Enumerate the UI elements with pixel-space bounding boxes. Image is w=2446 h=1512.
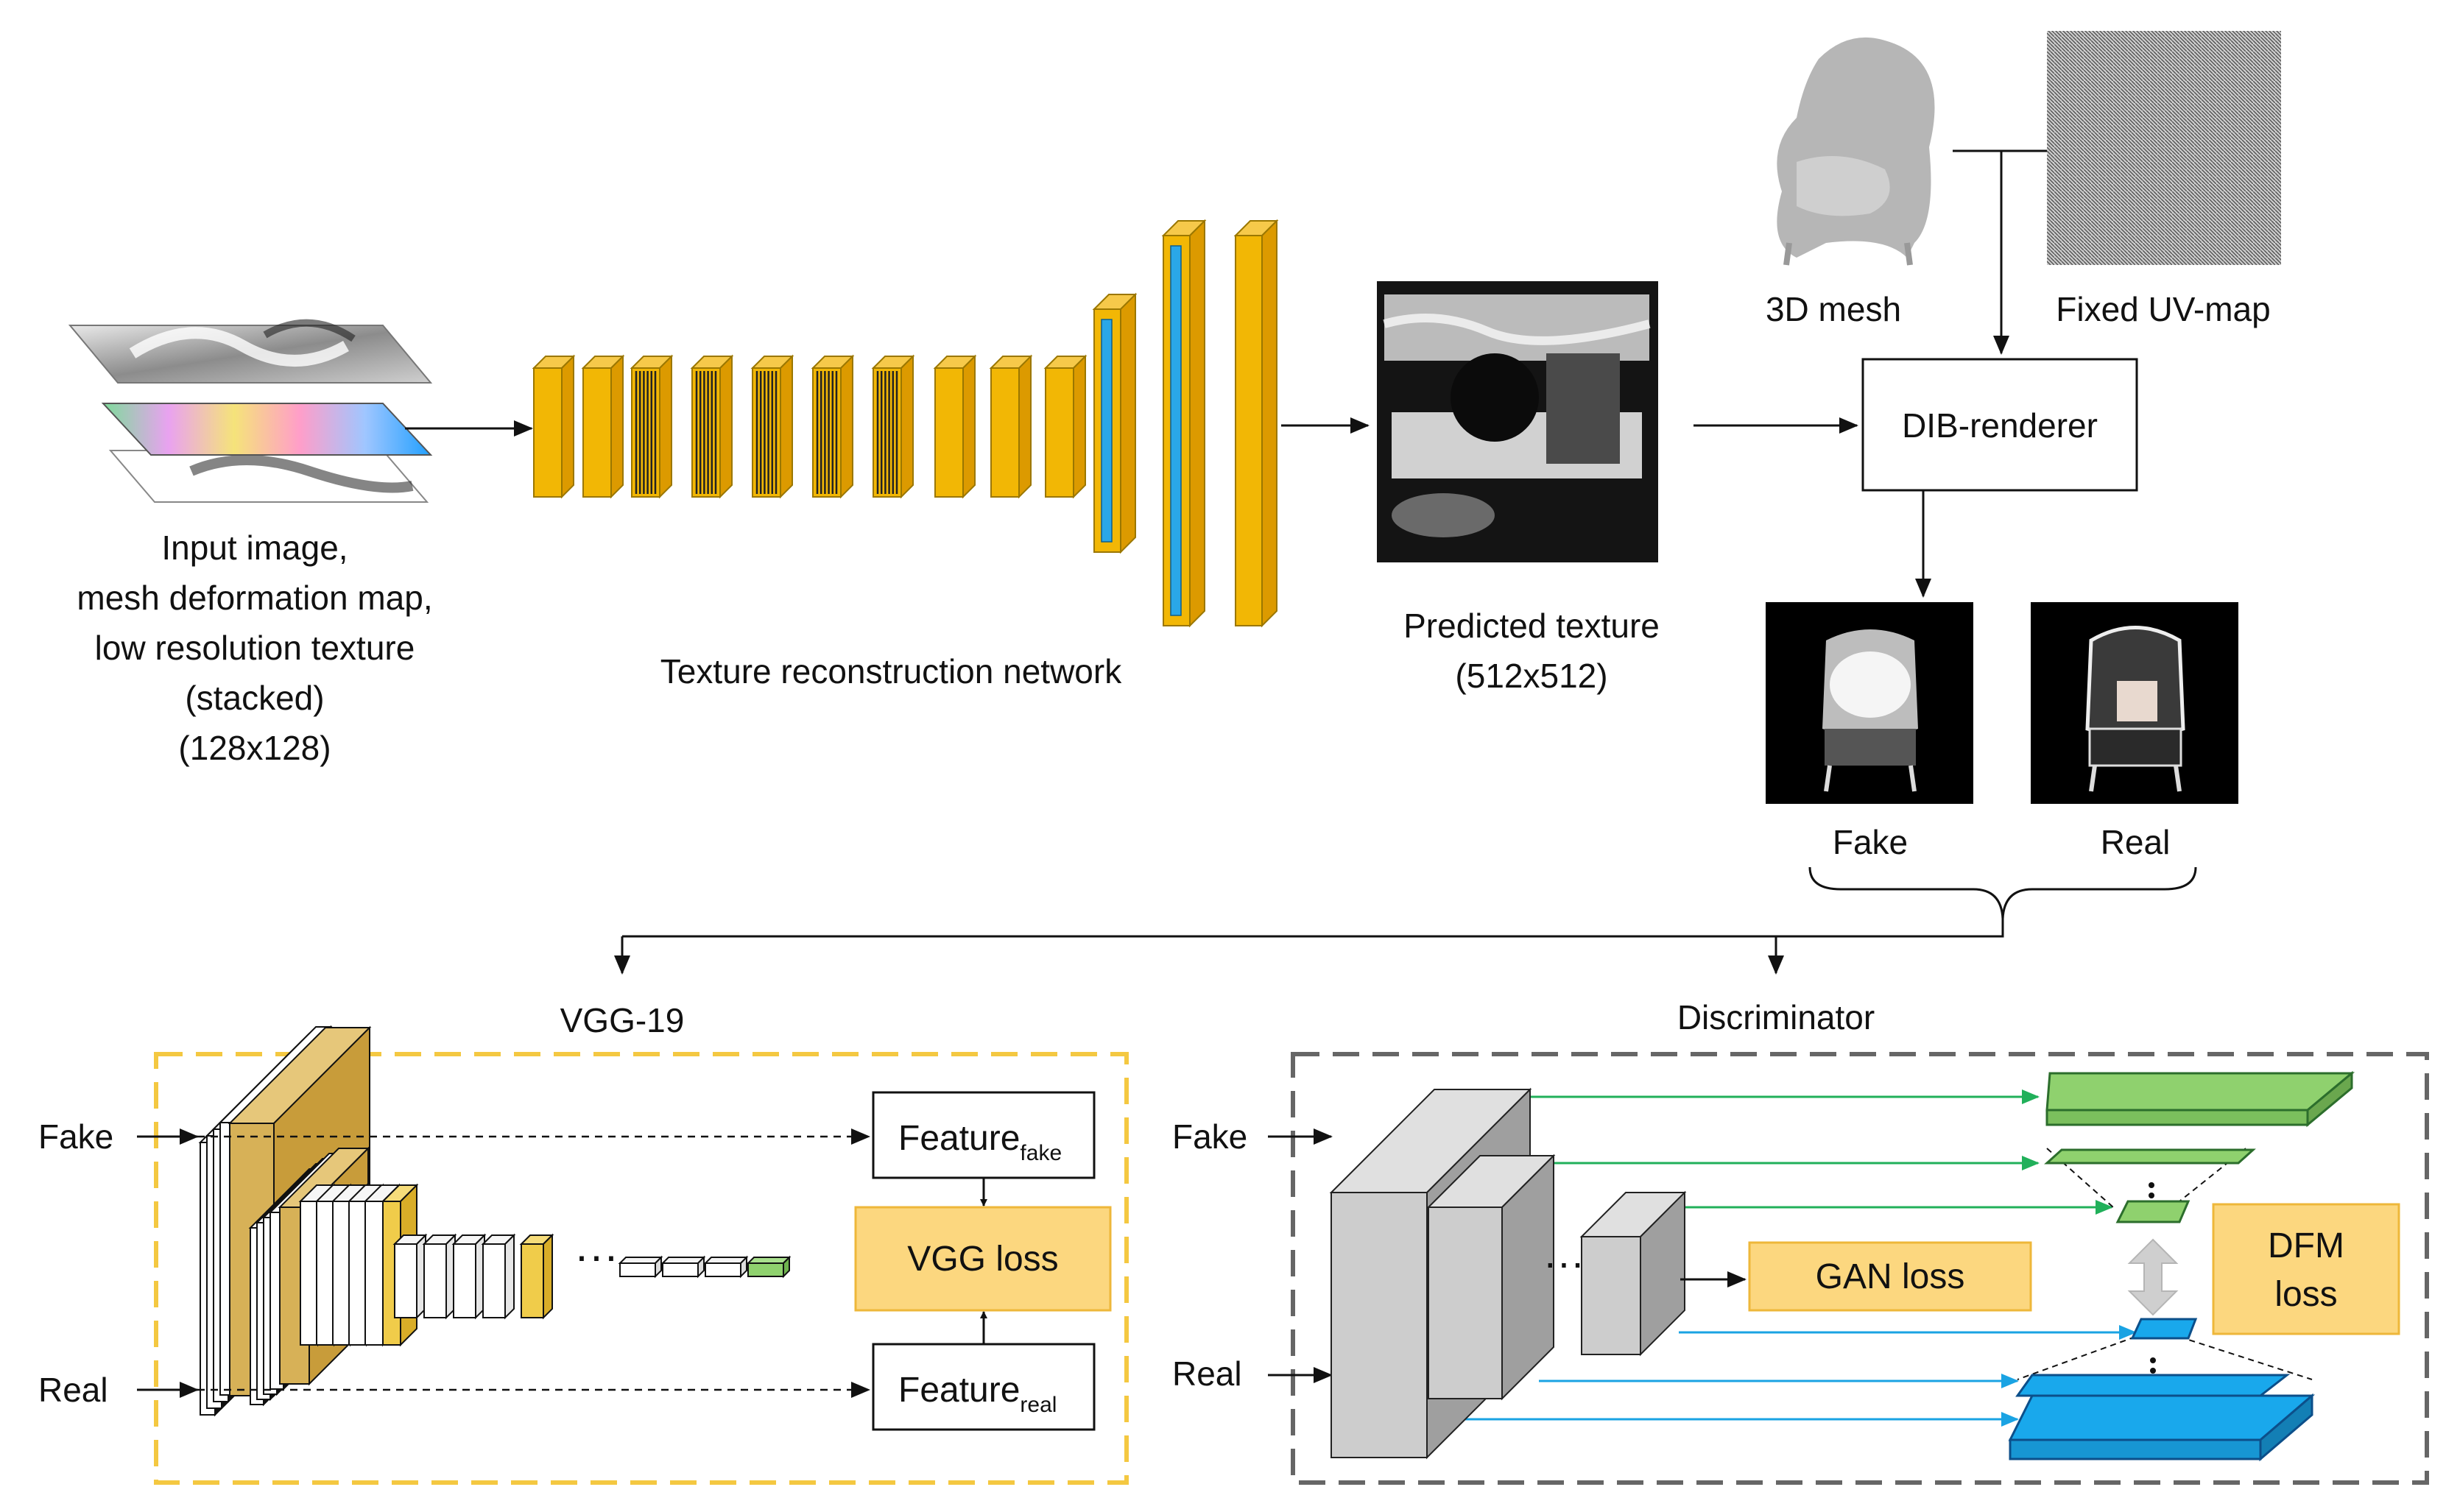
disc-block-3 — [1579, 1190, 1687, 1357]
discriminator-title: Discriminator — [1677, 998, 1875, 1036]
discriminator-frame — [1291, 1052, 2429, 1485]
mesh-label: 3D mesh — [1766, 290, 1901, 328]
real-render-label: Real — [2101, 823, 2171, 861]
disc-fake-input-label: Fake — [1172, 1117, 1247, 1156]
dib-renderer-box — [1861, 358, 2138, 492]
input-label-line5: (128x128) — [178, 729, 331, 767]
dfm-loss-line2: loss — [2274, 1275, 2337, 1314]
fake-render-label: Fake — [1833, 823, 1908, 861]
render-brace — [1808, 866, 2197, 919]
network-layer-6 — [811, 354, 855, 499]
vgg-tail-1 — [618, 1255, 663, 1279]
disc-block-2 — [1426, 1154, 1556, 1401]
green-feature-small — [2115, 1200, 2191, 1223]
predicted-texture-image — [1377, 281, 1658, 562]
input-label-line1: Input image, — [161, 529, 348, 567]
uv-map-image — [2047, 31, 2281, 265]
predicted-label-line2: (512x512) — [1455, 657, 1607, 695]
vgg-tail-green — [746, 1255, 792, 1279]
vgg-stack-d-gold — [519, 1233, 554, 1320]
feature-fake-label: Featurefake — [898, 1119, 1062, 1165]
network-upsample-layer-3 — [1233, 219, 1279, 628]
disc-dots: ··· — [1543, 1239, 1585, 1285]
vgg-dots: ··· — [574, 1231, 618, 1280]
network-layer-5 — [750, 354, 794, 499]
dfm-double-arrow — [2127, 1238, 2179, 1316]
input-stack — [68, 319, 433, 503]
feature-real-label: Featurereal — [898, 1371, 1057, 1417]
network-label: Texture reconstruction network — [660, 652, 1122, 690]
feature-fake-sub: fake — [1020, 1141, 1062, 1165]
network-upsample-layer-2 — [1161, 219, 1207, 628]
vgg-tail-3 — [703, 1255, 749, 1279]
vgg-title: VGG-19 — [560, 1001, 685, 1039]
vgg-frame — [154, 1052, 1129, 1485]
vgg-real-input-label: Real — [38, 1371, 108, 1409]
green-feature-mid — [2044, 1148, 2256, 1165]
real-render-image — [2031, 602, 2238, 804]
deformation-map-layer — [101, 403, 433, 456]
network-layer-3 — [630, 354, 674, 499]
vgg-stack-d-slice-1 — [392, 1233, 428, 1320]
disc-real-input-label: Real — [1172, 1354, 1242, 1393]
vgg-stack-d-slice-4 — [481, 1233, 516, 1320]
network-layer-10 — [1043, 354, 1088, 499]
network-layer-1 — [532, 354, 576, 499]
vgg-layers — [198, 1025, 792, 1417]
vgg-stack-d-slice-3 — [451, 1233, 487, 1320]
vgg-stack-d-slice-2 — [422, 1233, 457, 1320]
vgg-loss-label: VGG loss — [907, 1240, 1058, 1279]
network-layer-7 — [871, 354, 915, 499]
uvmap-label: Fixed UV-map — [2056, 290, 2270, 328]
network-layer-2 — [581, 354, 625, 499]
blue-feature-mid — [2015, 1374, 2291, 1397]
vgg-loss-box — [854, 1206, 1112, 1312]
blue-feature-small — [2130, 1318, 2198, 1340]
network-upsample-layer-1 — [1092, 292, 1138, 554]
green-feature-large — [2045, 1072, 2355, 1112]
vgg-tail-2 — [660, 1255, 706, 1279]
dfm-loss-box — [2212, 1203, 2400, 1335]
feature-real-box — [872, 1343, 1096, 1431]
feature-real-sub: real — [1020, 1393, 1057, 1417]
gan-loss-label: GAN loss — [1816, 1257, 1965, 1296]
texture-network-layers — [532, 219, 1279, 628]
network-layer-4 — [690, 354, 734, 499]
network-layer-9 — [989, 354, 1033, 499]
gan-loss-box — [1748, 1241, 2032, 1312]
feature-real-main: Feature — [898, 1371, 1020, 1410]
discriminator-blocks — [1329, 1087, 1687, 1460]
fake-render-image — [1766, 602, 1973, 804]
dfm-loss-line1: DFM — [2268, 1226, 2344, 1265]
feature-fake-main: Feature — [898, 1119, 1020, 1158]
3d-mesh-image — [1777, 37, 1935, 266]
dfm-feature-pyramid — [2008, 1070, 2355, 1462]
feature-fake-box — [872, 1091, 1096, 1179]
brace-split-connector — [622, 919, 2004, 938]
predicted-label-line1: Predicted texture — [1403, 607, 1660, 645]
input-label-line2: mesh deformation map, — [77, 579, 432, 617]
renderer-label: DIB-renderer — [1902, 406, 2098, 445]
input-label-line4: (stacked) — [185, 679, 324, 717]
vgg-fake-input-label: Fake — [38, 1117, 113, 1156]
network-layer-8 — [933, 354, 977, 499]
input-label-line3: low resolution texture — [95, 629, 415, 667]
